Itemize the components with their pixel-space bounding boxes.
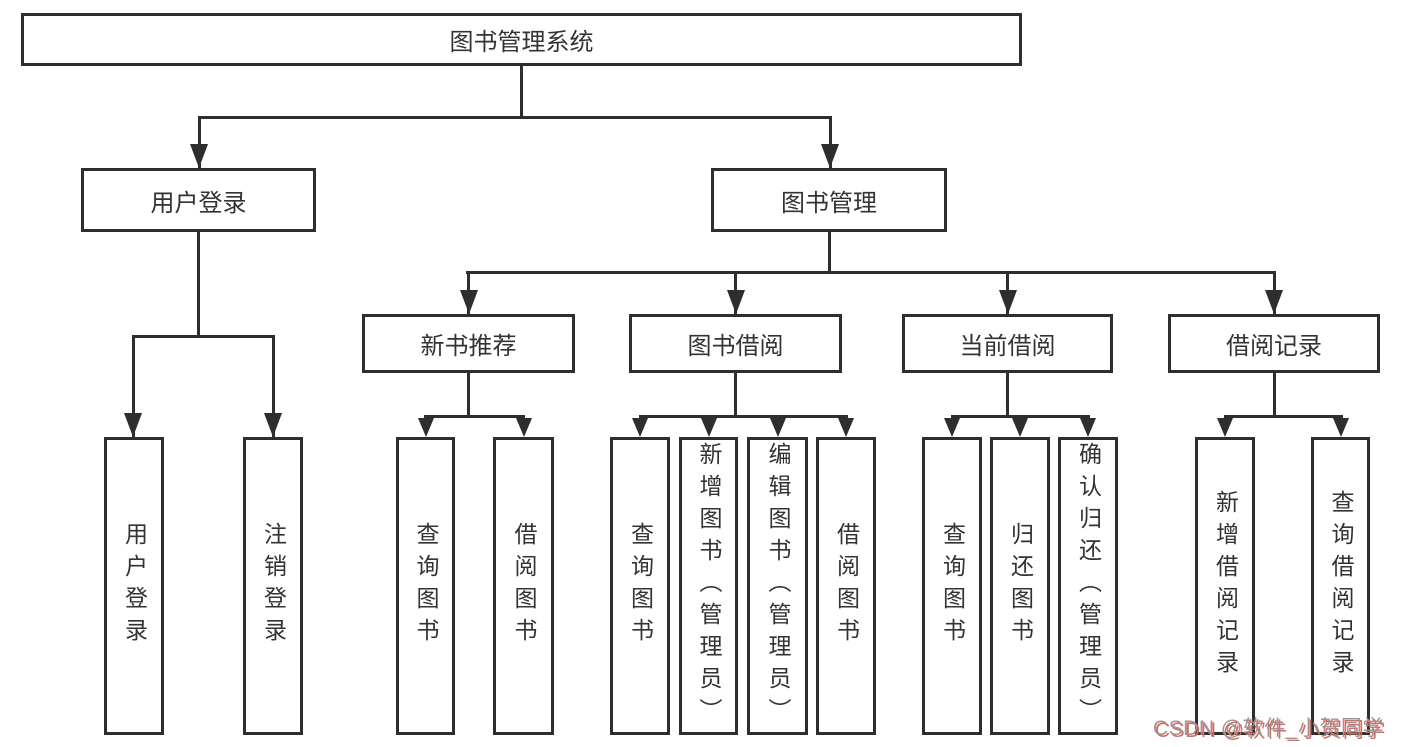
node-label: 图书借阅 bbox=[687, 333, 784, 360]
node-label: 注销登录 bbox=[260, 522, 287, 650]
node-leaf-borrow-books: 借阅图书 bbox=[816, 437, 876, 735]
connector-user-login-stem bbox=[197, 232, 200, 335]
node-leaf-return-books: 归还图书 bbox=[990, 437, 1050, 735]
arrow-down-icon bbox=[1339, 418, 1342, 437]
node-user-login: 用户登录 bbox=[81, 168, 316, 232]
arrow-down-icon bbox=[522, 418, 525, 437]
arrow-down-icon bbox=[1019, 418, 1022, 437]
node-leaf-query-books-borrowing: 查询图书 bbox=[610, 437, 670, 735]
node-current-borrowing: 当前借阅 bbox=[902, 314, 1113, 373]
node-book-management: 图书管理 bbox=[711, 168, 947, 232]
connector-root-stem bbox=[520, 66, 523, 116]
arrow-down-icon bbox=[197, 119, 201, 168]
node-borrowing-records: 借阅记录 bbox=[1168, 314, 1380, 373]
connector-current-split bbox=[950, 415, 1090, 418]
arrow-down-icon bbox=[776, 418, 779, 437]
node-book-borrowing: 图书借阅 bbox=[629, 314, 842, 373]
connector-recommendation-stem bbox=[467, 373, 470, 415]
node-leaf-borrow-books-recommendation: 借阅图书 bbox=[493, 437, 554, 735]
arrow-down-icon bbox=[845, 418, 848, 437]
arrow-down-icon bbox=[1272, 274, 1276, 314]
node-leaf-add-books-admin: 新增图书（管理员） bbox=[679, 437, 738, 735]
node-label: 确认归还（管理员） bbox=[1075, 442, 1102, 730]
node-label: 查询借阅记录 bbox=[1328, 490, 1354, 682]
node-label: 编辑图书（管理员） bbox=[765, 442, 791, 730]
node-label: 新增借阅记录 bbox=[1212, 490, 1239, 682]
node-label: 借阅图书 bbox=[833, 522, 860, 650]
node-leaf-add-borrow-record: 新增借阅记录 bbox=[1195, 437, 1255, 735]
connector-user-login-split bbox=[131, 335, 275, 338]
connector-borrowing-split bbox=[638, 415, 848, 418]
connector-current-stem bbox=[1006, 373, 1009, 415]
node-label: 图书管理系统 bbox=[449, 29, 594, 56]
connector-root-split bbox=[197, 116, 832, 119]
arrow-down-icon bbox=[707, 418, 710, 437]
node-label: 新增图书（管理员） bbox=[696, 442, 722, 730]
node-leaf-edit-books-admin: 编辑图书（管理员） bbox=[747, 437, 808, 735]
arrow-down-icon bbox=[424, 418, 427, 437]
arrow-down-icon bbox=[1087, 418, 1090, 437]
node-label: 查询图书 bbox=[413, 522, 439, 650]
node-label: 借阅记录 bbox=[1226, 333, 1322, 360]
connector-records-stem bbox=[1272, 373, 1276, 415]
arrow-down-icon bbox=[271, 338, 275, 437]
connector-recommendation-split bbox=[424, 415, 525, 418]
node-label: 用户登录 bbox=[121, 522, 148, 650]
connector-borrowing-stem bbox=[734, 373, 737, 415]
node-label: 借阅图书 bbox=[511, 522, 537, 650]
node-label: 新书推荐 bbox=[420, 333, 517, 360]
node-leaf-query-books-current: 查询图书 bbox=[922, 437, 982, 735]
arrow-down-icon bbox=[828, 119, 832, 168]
arrow-down-icon bbox=[467, 274, 470, 314]
node-leaf-confirm-return-admin: 确认归还（管理员） bbox=[1058, 437, 1118, 735]
node-leaf-logout: 注销登录 bbox=[243, 437, 303, 735]
arrow-down-icon bbox=[1224, 418, 1227, 437]
node-leaf-query-books-recommendation: 查询图书 bbox=[396, 437, 455, 735]
watermark: CSDN @软件_小贺同学 bbox=[1153, 717, 1384, 740]
node-leaf-user-login: 用户登录 bbox=[104, 437, 164, 735]
arrow-down-icon bbox=[951, 418, 954, 437]
node-library-management-system: 图书管理系统 bbox=[21, 13, 1022, 66]
arrow-down-icon bbox=[734, 274, 737, 314]
node-label: 归还图书 bbox=[1007, 522, 1034, 650]
node-label: 当前借阅 bbox=[959, 333, 1056, 360]
node-new-book-recommendation: 新书推荐 bbox=[362, 314, 575, 373]
connector-records-split bbox=[1223, 415, 1343, 418]
node-label: 查询图书 bbox=[939, 522, 966, 650]
node-leaf-query-borrow-record: 查询借阅记录 bbox=[1311, 437, 1370, 735]
connector-book-management-split bbox=[466, 271, 1276, 274]
node-label: 用户登录 bbox=[150, 189, 247, 217]
node-label: 图书管理 bbox=[781, 189, 877, 217]
arrow-down-icon bbox=[639, 418, 642, 437]
arrow-down-icon bbox=[131, 338, 135, 437]
node-label: 查询图书 bbox=[627, 522, 654, 650]
arrow-down-icon bbox=[1006, 274, 1009, 314]
connector-book-management-stem bbox=[827, 232, 831, 271]
